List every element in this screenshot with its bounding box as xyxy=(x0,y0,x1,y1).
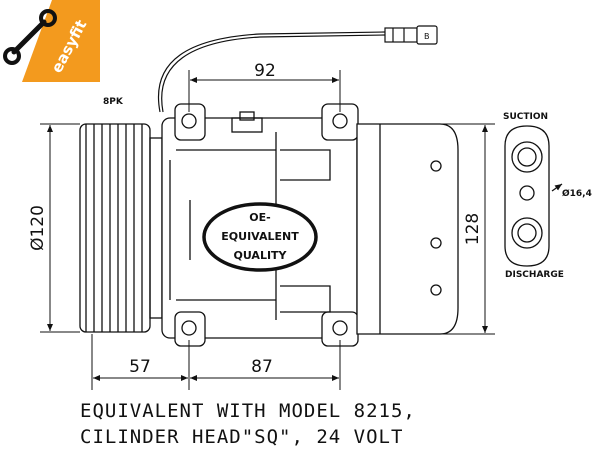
dimension-height xyxy=(440,123,495,335)
quality-line-3: QUALITY xyxy=(233,249,287,262)
pulley-diameter-value: Ø120 xyxy=(28,205,48,251)
caption-line-1: EQUIVALENT WITH MODEL 8215, xyxy=(80,400,416,422)
dimension-lengths xyxy=(91,334,341,390)
dimension-top-width xyxy=(188,70,341,112)
port-view xyxy=(504,125,563,267)
rear-head xyxy=(356,123,459,335)
caption-line-2: CILINDER HEAD"SQ", 24 VOLT xyxy=(80,426,404,448)
electrical-cable: B xyxy=(157,25,438,113)
left-length-value: 57 xyxy=(129,357,151,377)
pulley xyxy=(79,123,163,333)
badge-background xyxy=(22,0,100,82)
top-width-value: 92 xyxy=(254,61,276,81)
quality-stamp: OE- EQUIVALENT QUALITY xyxy=(202,202,318,272)
wrench-icon xyxy=(3,9,57,65)
easyfit-badge: easyfit xyxy=(3,0,100,82)
suction-label: SUCTION xyxy=(503,112,548,122)
quality-line-2: EQUIVALENT xyxy=(221,230,299,243)
pulley-type-label: 8PK xyxy=(103,97,124,107)
svg-text:B: B xyxy=(424,32,430,41)
discharge-label: DISCHARGE xyxy=(505,270,564,280)
dimension-pulley-diameter xyxy=(40,123,80,333)
height-value: 128 xyxy=(463,213,483,245)
port-diameter-label: Ø16,4 xyxy=(562,188,592,199)
right-length-value: 87 xyxy=(251,357,273,377)
quality-line-1: OE- xyxy=(249,211,270,224)
